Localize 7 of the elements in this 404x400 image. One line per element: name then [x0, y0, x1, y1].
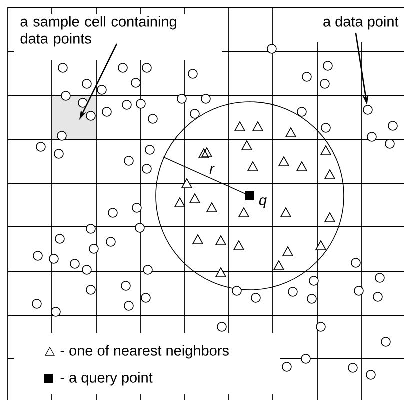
- legend-text: - one of nearest neighbors: [60, 345, 229, 359]
- symbol-label: r: [210, 166, 215, 174]
- data-point: [363, 105, 373, 115]
- callout-text: a sample cell containing data points: [20, 16, 176, 47]
- symbol-label: q: [259, 198, 267, 208]
- legend-text: - a query point: [60, 372, 153, 386]
- callout-text: a data point: [324, 16, 399, 30]
